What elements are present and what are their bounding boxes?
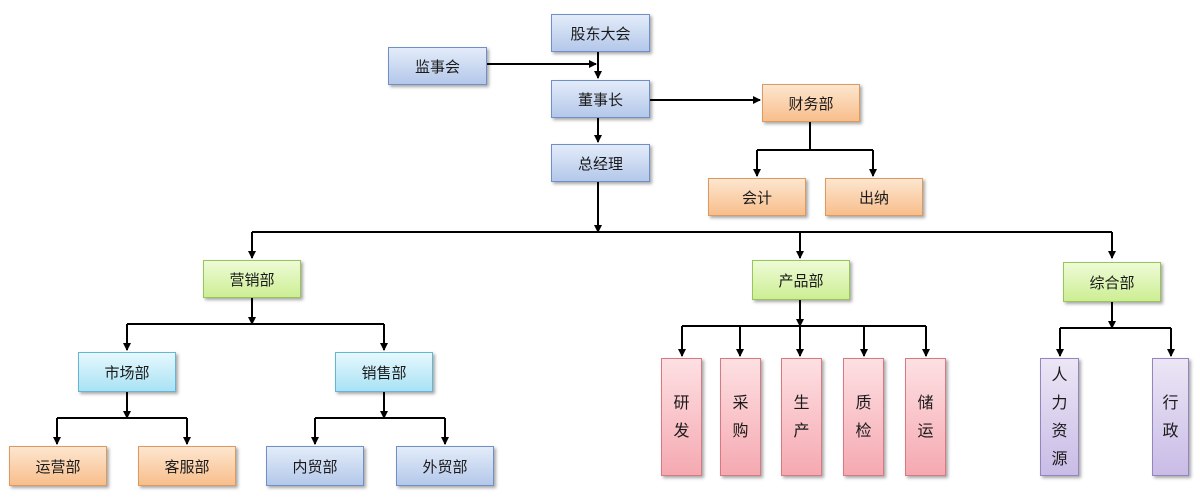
node-hr: 人力资源 [1040,358,1079,476]
vertical-char: 储 [917,393,934,412]
vertical-char: 发 [673,421,690,440]
node-supervisors: 监事会 [388,47,487,85]
vertical-char: 资 [1051,421,1068,440]
node-operations: 运营部 [9,446,107,486]
node-gm: 总经理 [551,144,650,182]
node-storage: 储运 [905,358,946,476]
node-sales: 销售部 [335,352,433,392]
node-foreign-trade: 外贸部 [396,446,494,486]
node-shareholders: 股东大会 [551,14,650,52]
vertical-char: 源 [1051,449,1068,468]
vertical-char: 研 [673,393,690,412]
vertical-char: 生 [793,393,810,412]
node-purchasing: 采购 [720,358,761,476]
node-cashier: 出纳 [825,178,923,216]
vertical-char: 采 [732,393,749,412]
node-production: 生产 [781,358,822,476]
node-customer-service: 客服部 [138,446,236,486]
node-finance: 财务部 [762,84,860,122]
vertical-char: 质 [855,393,872,412]
vertical-char: 购 [732,421,749,440]
node-general: 综合部 [1063,262,1161,302]
node-marketing: 营销部 [203,260,301,298]
node-rnd: 研发 [661,358,702,476]
vertical-char: 检 [855,421,872,440]
node-domestic-trade: 内贸部 [266,446,364,486]
vertical-char: 行 [1162,393,1179,412]
vertical-char: 政 [1162,421,1179,440]
node-accounting: 会计 [708,178,806,216]
vertical-char: 人 [1051,365,1068,384]
vertical-char: 运 [917,421,934,440]
vertical-char: 产 [793,421,810,440]
node-chairman: 董事长 [551,80,650,118]
node-quality: 质检 [843,358,884,476]
node-product: 产品部 [752,260,850,300]
vertical-char: 力 [1051,393,1068,412]
node-market: 市场部 [78,352,176,392]
node-admin: 行政 [1152,358,1189,476]
